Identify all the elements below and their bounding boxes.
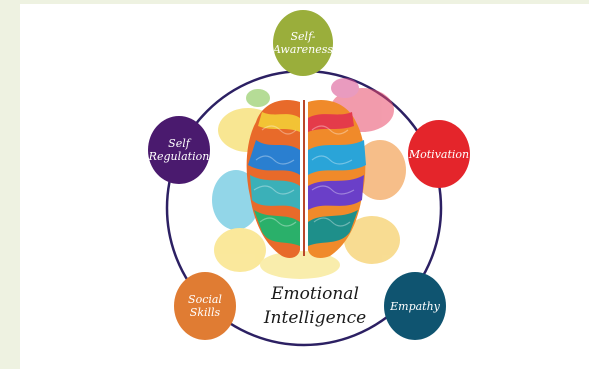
node-self-regulation-label: Self Regulation	[148, 137, 210, 163]
node-empathy-label: Empathy	[390, 299, 440, 313]
node-motivation: Motivation	[408, 120, 470, 188]
brain-illustration	[246, 100, 366, 258]
node-motivation-label: Motivation	[408, 147, 470, 161]
center-title: Emotional Intelligence	[263, 284, 367, 328]
node-self-awareness: Self- Awareness	[273, 10, 333, 76]
node-social-skills-label: Social Skills	[188, 293, 222, 319]
node-self-awareness-label: Self- Awareness	[272, 30, 334, 56]
node-self-regulation: Self Regulation	[148, 116, 210, 184]
node-social-skills: Social Skills	[174, 272, 236, 340]
node-empathy: Empathy	[384, 272, 446, 340]
